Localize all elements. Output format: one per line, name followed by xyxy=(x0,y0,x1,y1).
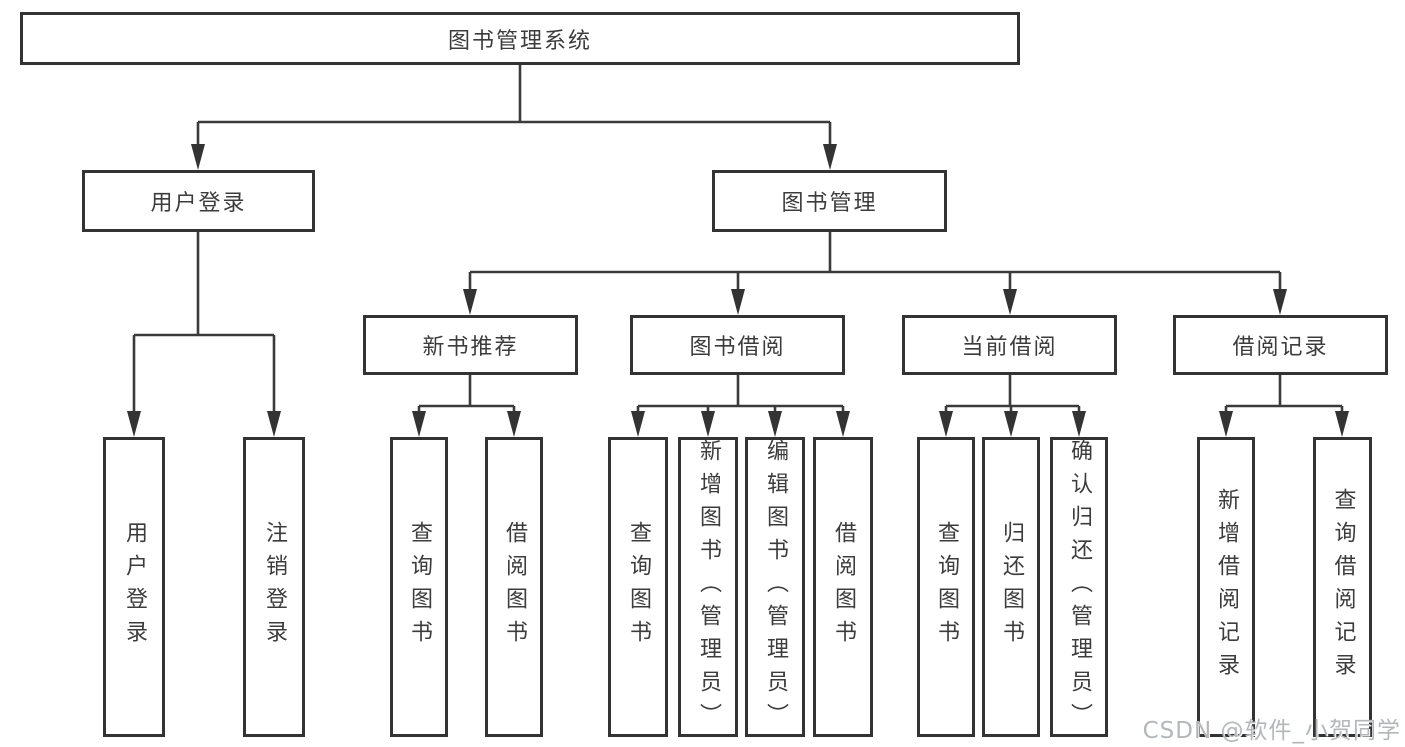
node-root: 图书管理系统 xyxy=(20,12,1020,65)
node-book-management: 图书管理 xyxy=(712,170,947,232)
leaf-confirm-return-admin: 确认归还（管理员） xyxy=(1050,437,1108,737)
leaf-query-borrow-record-label: 查询借阅记录 xyxy=(1330,488,1356,686)
leaf-query-books-current: 查询图书 xyxy=(917,437,975,737)
leaf-borrow-books-label: 借阅图书 xyxy=(831,521,856,653)
node-book-management-label: 图书管理 xyxy=(781,191,878,216)
node-root-label: 图书管理系统 xyxy=(447,28,592,54)
leaf-borrow-books-recommend-label: 借阅图书 xyxy=(502,521,527,653)
leaf-add-borrow-record-label: 新增借阅记录 xyxy=(1214,488,1239,686)
node-book-borrow: 图书借阅 xyxy=(630,315,845,375)
node-current-borrow-label: 当前借阅 xyxy=(961,335,1058,360)
leaf-confirm-return-admin-label: 确认归还（管理员） xyxy=(1067,438,1092,736)
leaf-query-books-recommend-label: 查询图书 xyxy=(407,521,432,653)
leaf-add-books-admin-label: 新增图书（管理员） xyxy=(696,438,721,736)
node-user-login-label: 用户登录 xyxy=(150,191,247,216)
leaf-borrow-books: 借阅图书 xyxy=(813,437,873,737)
leaf-query-books-current-label: 查询图书 xyxy=(934,521,959,653)
leaf-query-books-recommend: 查询图书 xyxy=(390,437,448,737)
node-borrow-records: 借阅记录 xyxy=(1173,315,1388,375)
leaf-logout-label: 注销登录 xyxy=(262,521,287,653)
node-user-login: 用户登录 xyxy=(82,170,315,232)
leaf-logout: 注销登录 xyxy=(243,437,305,737)
node-new-book-recommend-label: 新书推荐 xyxy=(422,335,519,360)
node-borrow-records-label: 借阅记录 xyxy=(1232,335,1329,360)
leaf-query-borrow-record: 查询借阅记录 xyxy=(1313,437,1372,737)
leaf-edit-books-admin: 编辑图书（管理员） xyxy=(745,437,805,737)
leaf-add-books-admin: 新增图书（管理员） xyxy=(678,437,738,737)
leaf-user-login-label: 用户登录 xyxy=(122,521,147,653)
leaf-return-books: 归还图书 xyxy=(982,437,1040,737)
leaf-add-borrow-record: 新增借阅记录 xyxy=(1197,437,1255,737)
arrowheads xyxy=(127,144,1349,437)
leaf-return-books-label: 归还图书 xyxy=(999,521,1024,653)
leaf-edit-books-admin-label: 编辑图书（管理员） xyxy=(763,438,788,736)
leaf-query-books-borrow: 查询图书 xyxy=(608,437,668,737)
leaf-borrow-books-recommend: 借阅图书 xyxy=(485,437,543,737)
leaf-user-login: 用户登录 xyxy=(103,437,165,737)
node-new-book-recommend: 新书推荐 xyxy=(363,315,578,375)
node-book-borrow-label: 图书借阅 xyxy=(689,335,786,360)
csdn-watermark: CSDN @软件_小贺同学 xyxy=(1142,718,1401,744)
node-current-borrow: 当前借阅 xyxy=(902,315,1117,375)
leaf-query-books-borrow-label: 查询图书 xyxy=(626,521,651,653)
